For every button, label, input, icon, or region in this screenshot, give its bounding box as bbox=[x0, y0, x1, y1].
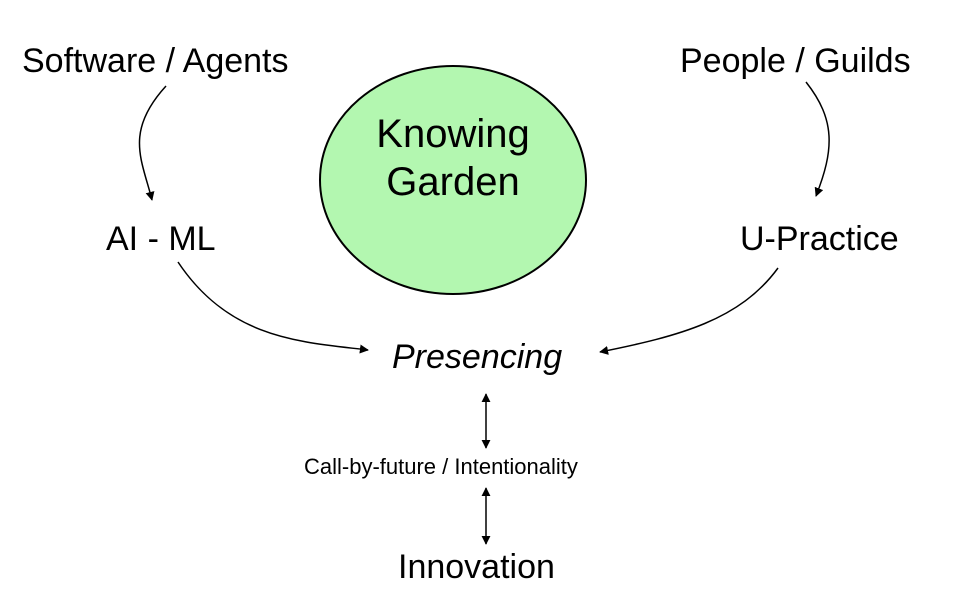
arrow-ai-to-presencing bbox=[177, 261, 369, 354]
people-guilds-label: People / Guilds bbox=[680, 42, 911, 80]
u-practice-label: U-Practice bbox=[740, 220, 899, 258]
innovation-label: Innovation bbox=[398, 548, 555, 586]
software-agents-label: Software / Agents bbox=[22, 42, 289, 80]
knowing-garden-circle bbox=[319, 65, 587, 295]
arrow-people-to-upractice bbox=[805, 81, 830, 197]
knowing-garden-label: Knowing Garden bbox=[353, 110, 553, 206]
knowing-garden-line2: Garden bbox=[386, 160, 520, 204]
presencing-label: Presencing bbox=[392, 338, 563, 376]
call-by-future-label: Call-by-future / Intentionality bbox=[304, 454, 578, 479]
arrow-software-to-ai bbox=[138, 85, 167, 201]
arrow-upractice-to-presencing bbox=[599, 267, 779, 355]
ai-ml-label: AI - ML bbox=[106, 220, 216, 258]
knowing-garden-line1: Knowing bbox=[376, 112, 530, 156]
